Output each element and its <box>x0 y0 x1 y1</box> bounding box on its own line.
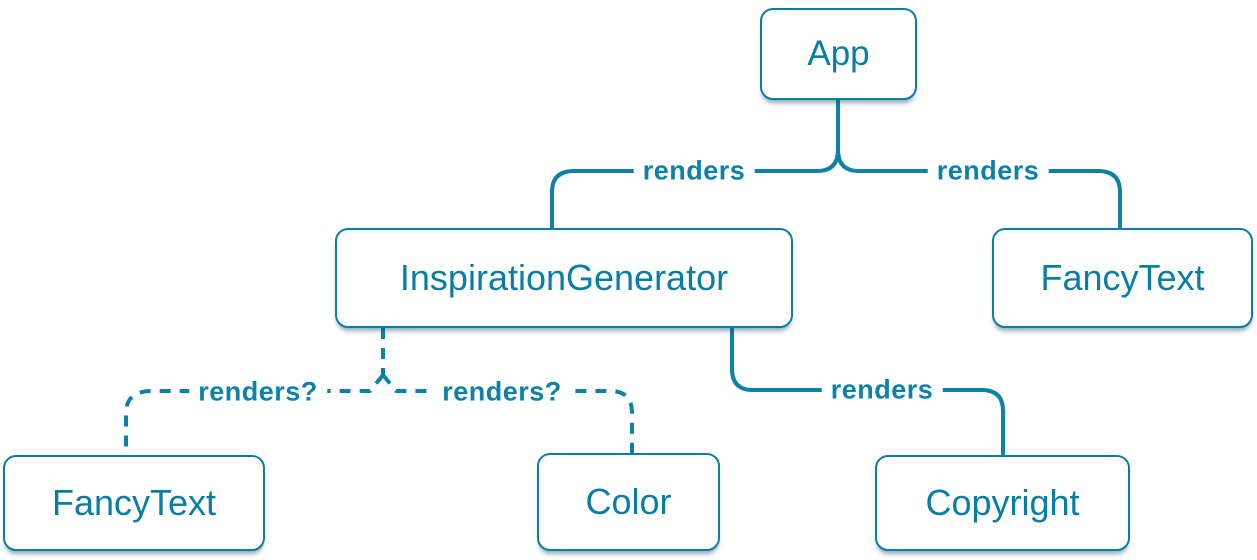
node-inspiration-generator-label: InspirationGenerator <box>399 257 729 298</box>
node-color-label: Color <box>585 481 672 522</box>
node-color: Color <box>537 453 720 551</box>
node-copyright: Copyright <box>875 455 1130 551</box>
node-fancy-text-top: FancyText <box>992 228 1253 328</box>
node-copyright-label: Copyright <box>925 482 1080 523</box>
edge-inspiration-generator-to-color <box>381 373 634 453</box>
edge-label-renders-left: renders <box>633 154 755 188</box>
node-app-label: App <box>807 34 870 73</box>
edge-label-renders-question-right: renders? <box>433 375 571 409</box>
node-fancy-text-top-label: FancyText <box>1040 257 1205 298</box>
edge-label-renders-right: renders <box>927 154 1049 188</box>
node-app: App <box>760 8 917 100</box>
node-fancy-text-bottom-label: FancyText <box>51 482 217 523</box>
node-inspiration-generator: InspirationGenerator <box>335 228 793 328</box>
edge-label-renders-copyright: renders <box>821 373 943 407</box>
edge-inspiration-generator-to-fancy-text-bottom <box>124 373 385 455</box>
node-fancy-text-bottom: FancyText <box>3 455 265 551</box>
edge-label-renders-question-left: renders? <box>189 375 327 409</box>
